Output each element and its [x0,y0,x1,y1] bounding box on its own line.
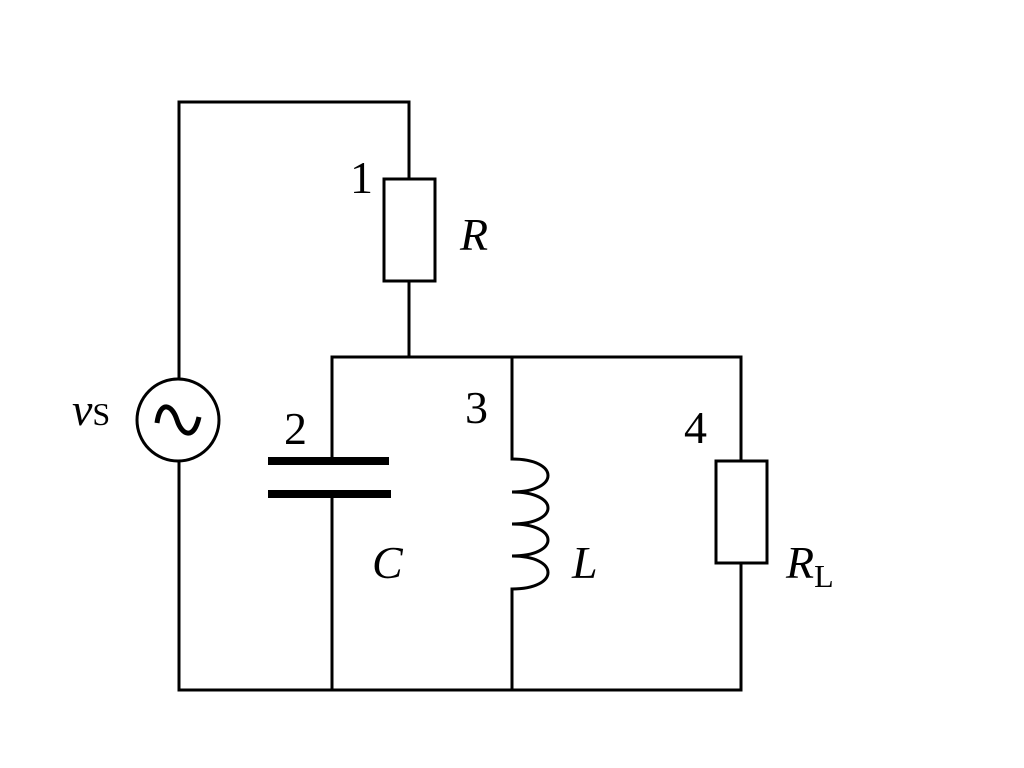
ac-source [135,377,221,463]
resistor-symbol-label: R [459,209,488,260]
capacitor-c [268,457,391,498]
wire-top-left [177,100,411,386]
capacitor-symbol-label: C [372,537,404,588]
resistor-rl [714,459,769,565]
inductor-number-label: 3 [465,382,488,433]
inductor-l [510,457,550,591]
inductor-symbol-label: L [571,537,598,588]
capacitor-number-label: 2 [284,403,307,454]
resistor-r [382,177,437,283]
load-number-label: 4 [684,402,707,453]
load-symbol-label: RL [785,537,834,594]
wires [177,100,743,692]
sine-wave-icon [154,404,202,436]
source-label: vS [72,384,110,435]
resistor-number-label: 1 [350,152,373,203]
